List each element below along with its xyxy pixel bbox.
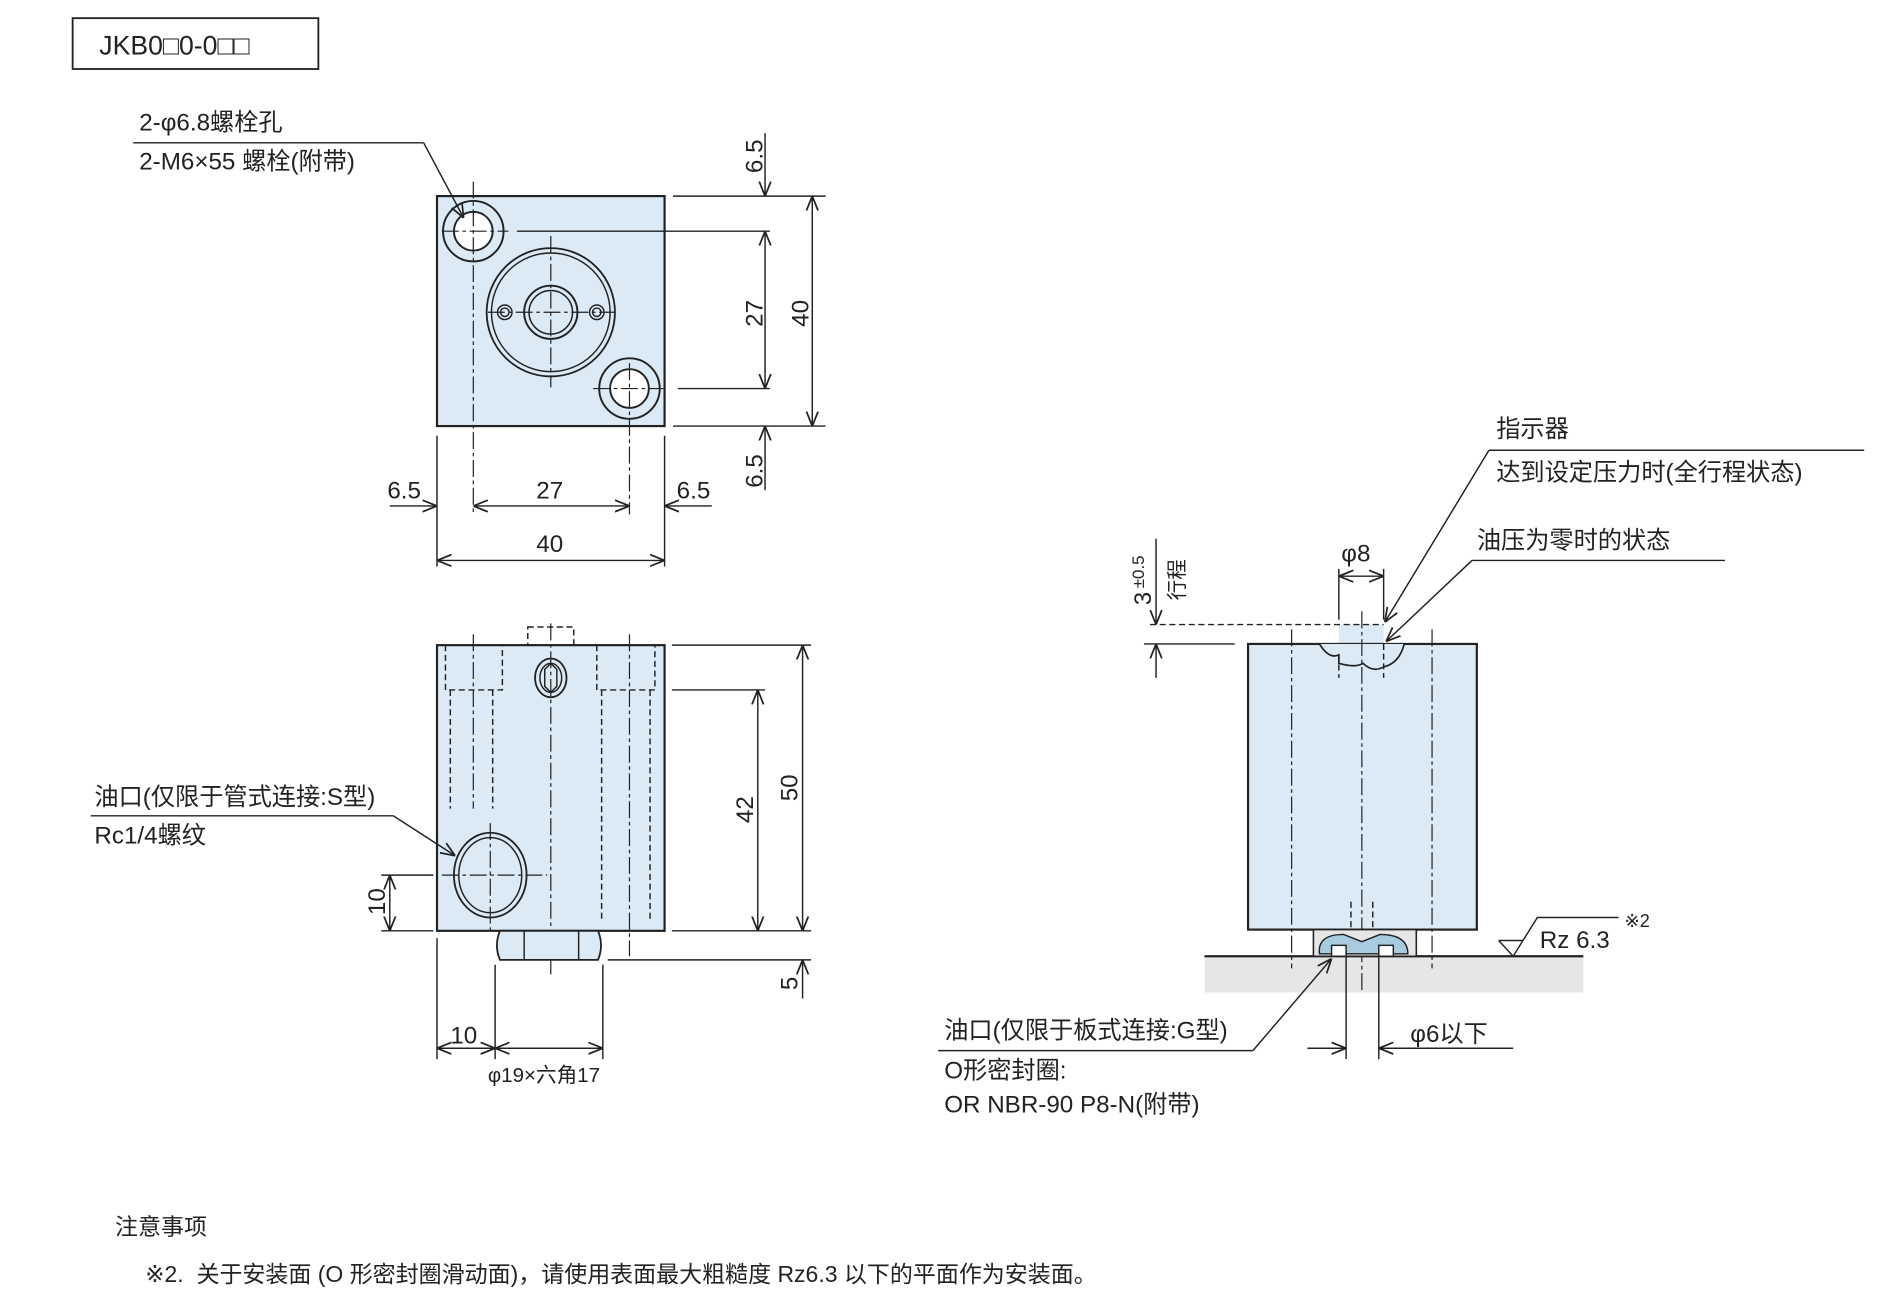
- dim-nut-size: φ19×六角17: [488, 1064, 600, 1087]
- indicator-label: 指示器: [1496, 416, 1569, 443]
- dim-50: 50: [777, 774, 804, 801]
- bolt-hole-label: 2-φ6.8螺栓孔: [139, 110, 282, 137]
- side-view: φ6以下 φ8 3 ±0.5 行程 指示器 达到设定压力时(全行程状态) 油压为…: [938, 416, 1865, 1118]
- hole-dia-label: φ6以下: [1410, 1021, 1488, 1048]
- plate-port-label: 油口(仅限于板式连接:G型): [944, 1018, 1228, 1045]
- dim-height: 40: [788, 300, 815, 327]
- oring-label: O形密封圈:: [944, 1057, 1066, 1084]
- model-number-box: JKB0□0-0□□: [71, 17, 320, 70]
- dim-port-x: 10: [450, 1022, 477, 1049]
- pipe-port-label: 油口(仅限于管式连接:S型): [94, 784, 375, 811]
- roughness-symbol: [1498, 916, 1619, 958]
- notes-heading: 注意事项: [115, 1214, 207, 1240]
- hex-nut: [496, 929, 602, 961]
- dim-pitch-horizontal: 27: [536, 478, 563, 505]
- dim-bottom-offset: 6.5: [742, 454, 769, 488]
- stroke-label: 行程: [1166, 559, 1189, 600]
- note-item: ※2. 关于安装面 (O 形密封圈滑动面)，请使用表面最大粗糙度 Rz6.3 以…: [145, 1261, 1096, 1287]
- pipe-port-thread: Rc1/4螺纹: [94, 823, 206, 850]
- model-number: JKB0□0-0□□: [99, 30, 249, 60]
- roughness-value: Rz 6.3: [1540, 927, 1610, 954]
- full-stroke-label: 达到设定压力时(全行程状态): [1496, 460, 1802, 487]
- oring-part-number: OR NBR-90 P8-N(附带): [944, 1091, 1199, 1118]
- stroke-value: 3: [1130, 592, 1157, 605]
- roughness-note-ref: ※2: [1625, 911, 1650, 931]
- top-view: 6.5 27 40 6.5 6.5 27 6.5 40 2-φ6.8螺栓孔 2-…: [133, 110, 826, 567]
- dim-port-height: 10: [364, 888, 391, 915]
- zero-pressure-label: 油压为零时的状态: [1477, 527, 1671, 554]
- dim-right-offset: 6.5: [677, 478, 711, 505]
- dim-top-offset: 6.5: [742, 139, 769, 173]
- mounting-surface: [1204, 956, 1584, 993]
- pin-dia-label: φ8: [1341, 541, 1370, 568]
- notes: 注意事项 ※2. 关于安装面 (O 形密封圈滑动面)，请使用表面最大粗糙度 Rz…: [115, 1214, 1097, 1287]
- dim-left-offset: 6.5: [387, 478, 421, 505]
- stroke-tolerance: ±0.5: [1129, 555, 1148, 588]
- bolt-label: 2-M6×55 螺栓(附带): [139, 148, 355, 175]
- dim-width: 40: [536, 531, 563, 558]
- dim-pitch-vertical: 27: [742, 300, 769, 327]
- front-view: 42 50 5 10 10 φ19×六角17 油口(仅限于管式连接:S型) Rc…: [90, 623, 812, 1087]
- dim-42: 42: [732, 796, 759, 823]
- dim-nut-height: 5: [777, 977, 804, 990]
